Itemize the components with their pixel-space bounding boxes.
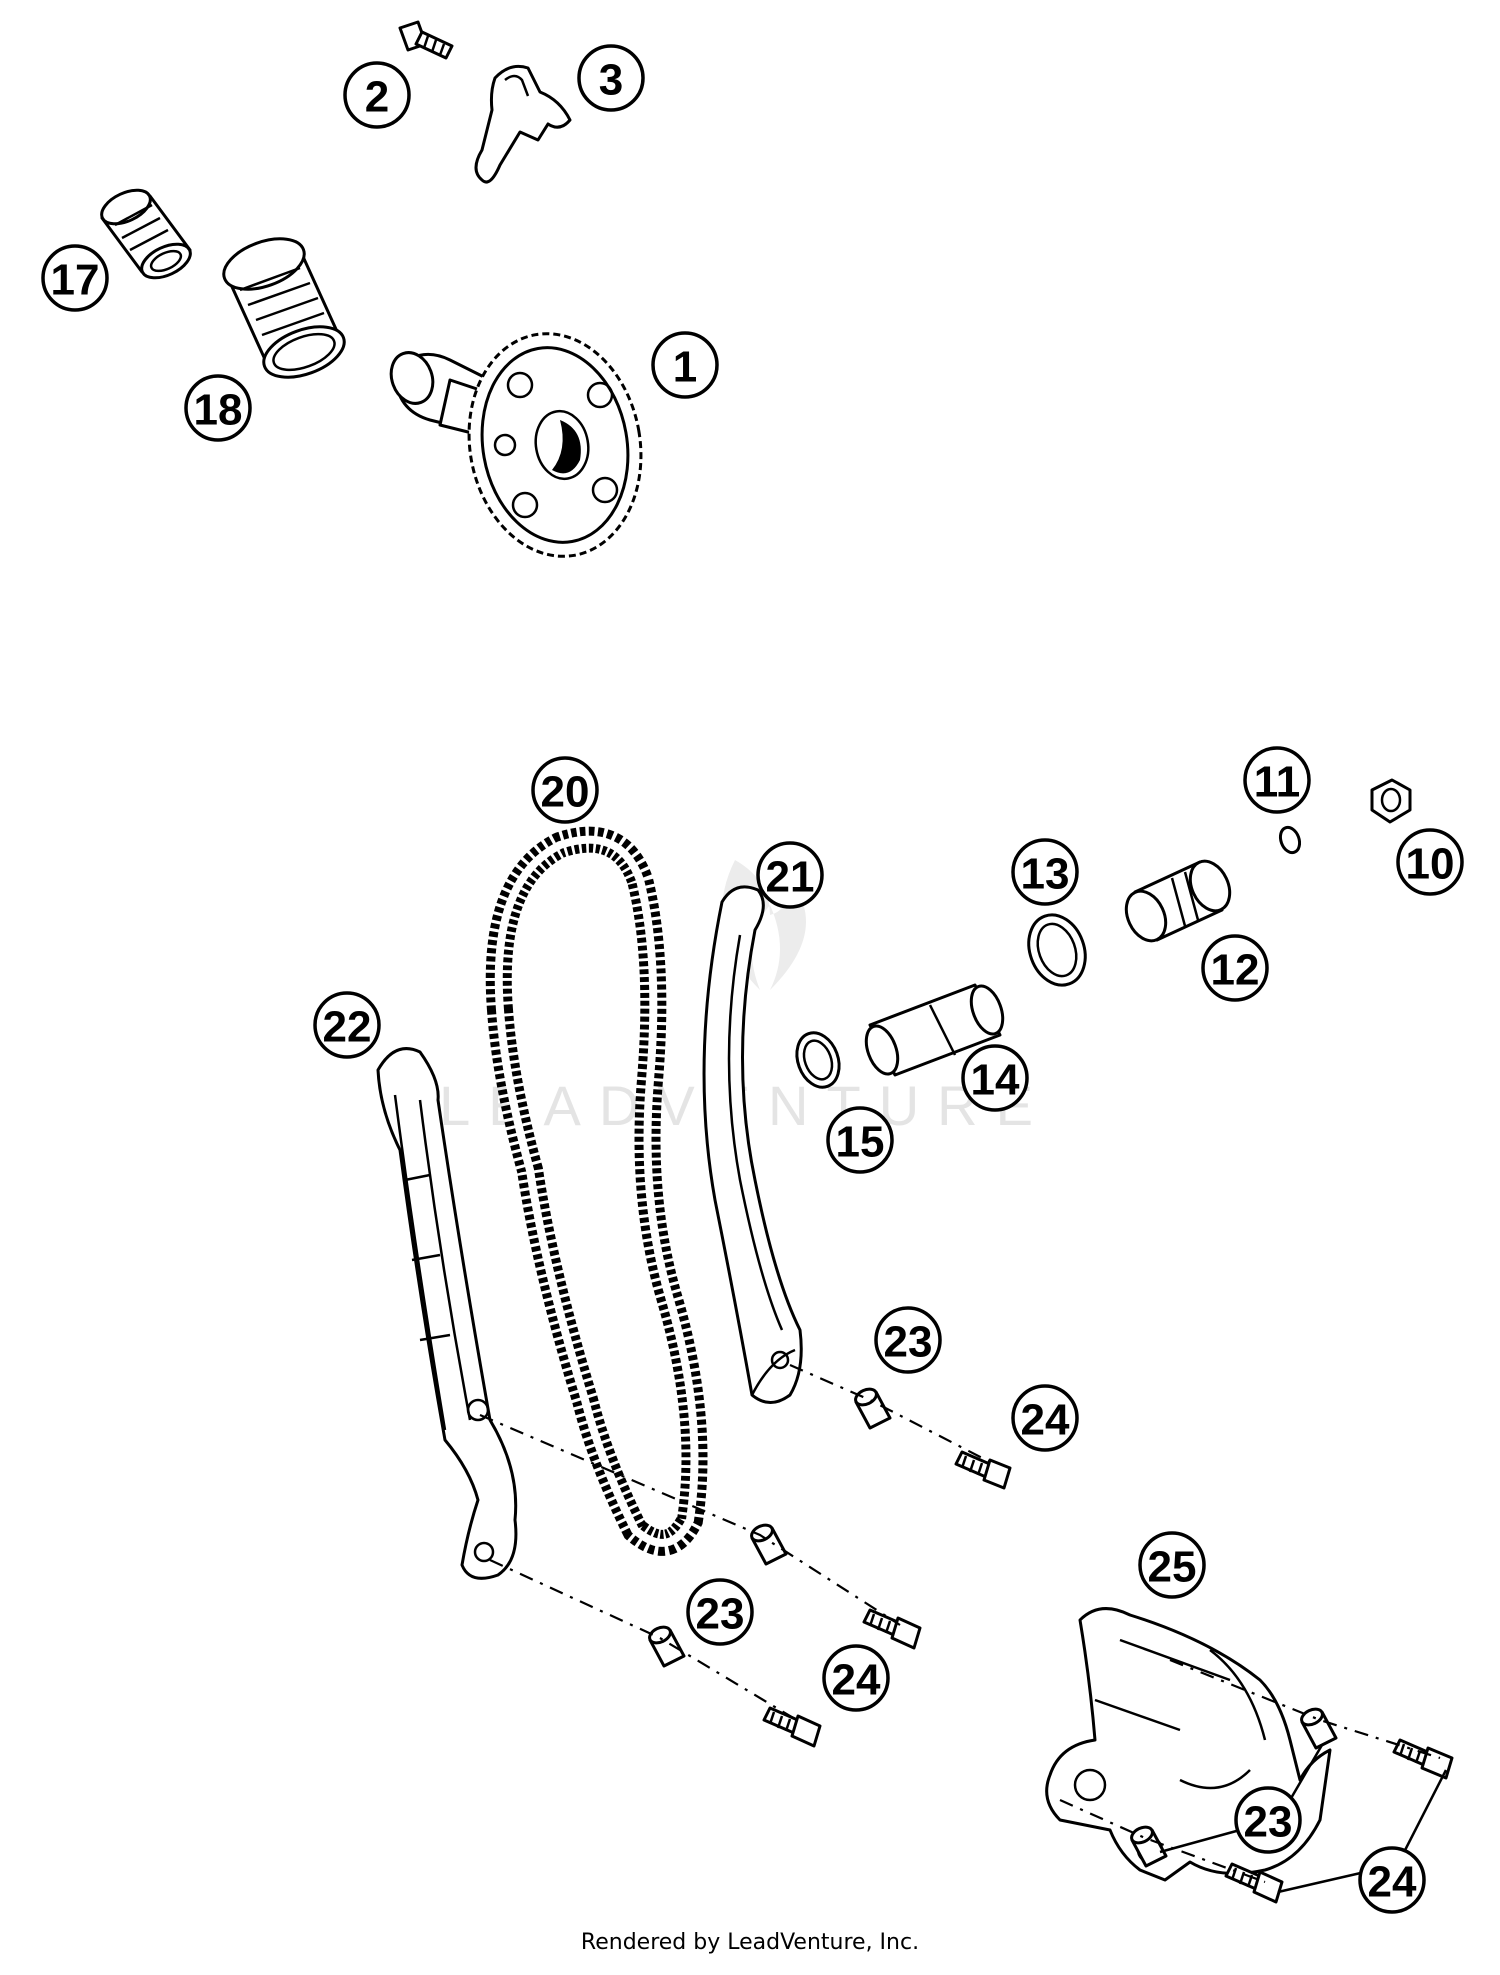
callout-15: 15 [826, 1106, 894, 1174]
svg-text:24: 24 [832, 1656, 881, 1705]
svg-text:24: 24 [1021, 1396, 1070, 1445]
svg-text:3: 3 [599, 56, 623, 105]
o-ring-part-15 [795, 1031, 841, 1089]
callout-23-bracket: 23 [1234, 1786, 1302, 1854]
callout-3: 3 [577, 44, 645, 112]
screw-plug-part-12 [1124, 859, 1232, 943]
lever-part-3 [474, 64, 572, 184]
svg-text:18: 18 [194, 386, 243, 435]
needle-bearing-part-17 [100, 188, 192, 280]
svg-text:23: 23 [1244, 1798, 1293, 1847]
svg-text:17: 17 [51, 256, 100, 305]
callout-23-upper: 23 [874, 1306, 942, 1374]
guide-rail-part-21 [702, 885, 803, 1404]
footer-credit: Rendered by LeadVenture, Inc. [580, 1930, 920, 1955]
svg-text:25: 25 [1148, 1543, 1197, 1592]
screw-part-2 [398, 20, 454, 60]
svg-text:14: 14 [971, 1056, 1020, 1105]
sleeve-part-23-bracket-b [1130, 1825, 1168, 1868]
bolt-part-24-bracket-a [1392, 1738, 1454, 1780]
ring-bearing-part-18 [222, 237, 346, 379]
sleeve-part-23-upper [854, 1387, 892, 1430]
bolt-part-24-upper [954, 1450, 1012, 1490]
nut-part-10 [1370, 778, 1412, 824]
tensioner-rail-part-22 [376, 1047, 518, 1580]
bolt-part-24-lower [762, 1706, 822, 1748]
svg-text:13: 13 [1021, 850, 1070, 899]
callout-24-lower: 24 [822, 1644, 890, 1712]
svg-text:15: 15 [836, 1118, 885, 1167]
callout-21: 21 [756, 841, 824, 909]
svg-text:21: 21 [766, 853, 815, 902]
callout-23-lower: 23 [686, 1578, 754, 1646]
callout-2: 2 [343, 61, 411, 129]
callout-10: 10 [1396, 828, 1464, 896]
svg-text:23: 23 [884, 1318, 933, 1367]
callout-12: 12 [1201, 934, 1269, 1002]
assembly-axes [479, 1363, 1441, 1884]
callout-20: 20 [531, 756, 599, 824]
camshaft-part-1 [389, 332, 643, 558]
bolt-part-24-middle [862, 1608, 922, 1650]
callout-13: 13 [1011, 838, 1079, 906]
callout-17: 17 [41, 244, 109, 312]
timing-chain-part-20 [485, 826, 708, 1556]
callout-25: 25 [1138, 1531, 1206, 1599]
callout-14: 14 [961, 1044, 1029, 1112]
svg-text:24: 24 [1368, 1858, 1417, 1907]
svg-text:22: 22 [323, 1003, 372, 1052]
seal-ring-part-13 [1027, 913, 1087, 987]
callout-24-upper: 24 [1011, 1384, 1079, 1452]
o-ring-part-11 [1278, 825, 1302, 855]
sleeve-part-23-lower [648, 1625, 686, 1668]
callout-18: 18 [184, 374, 252, 442]
bolt-part-24-bracket-b [1224, 1862, 1284, 1904]
callout-24-bracket: 24 [1358, 1846, 1426, 1914]
svg-text:2: 2 [365, 73, 389, 122]
callout-11: 11 [1243, 746, 1311, 814]
svg-text:1: 1 [673, 343, 697, 392]
svg-text:20: 20 [541, 768, 590, 817]
plunger-part-14 [864, 983, 1005, 1077]
svg-text:23: 23 [696, 1590, 745, 1639]
svg-text:11: 11 [1254, 758, 1301, 807]
leader-lines [1159, 1744, 1448, 1894]
sleeve-part-23-middle [750, 1523, 788, 1566]
callout-22: 22 [313, 991, 381, 1059]
sleeve-part-23-bracket-a [1300, 1707, 1338, 1750]
svg-text:12: 12 [1211, 946, 1260, 995]
callout-1: 1 [651, 331, 719, 399]
svg-text:10: 10 [1406, 840, 1455, 889]
